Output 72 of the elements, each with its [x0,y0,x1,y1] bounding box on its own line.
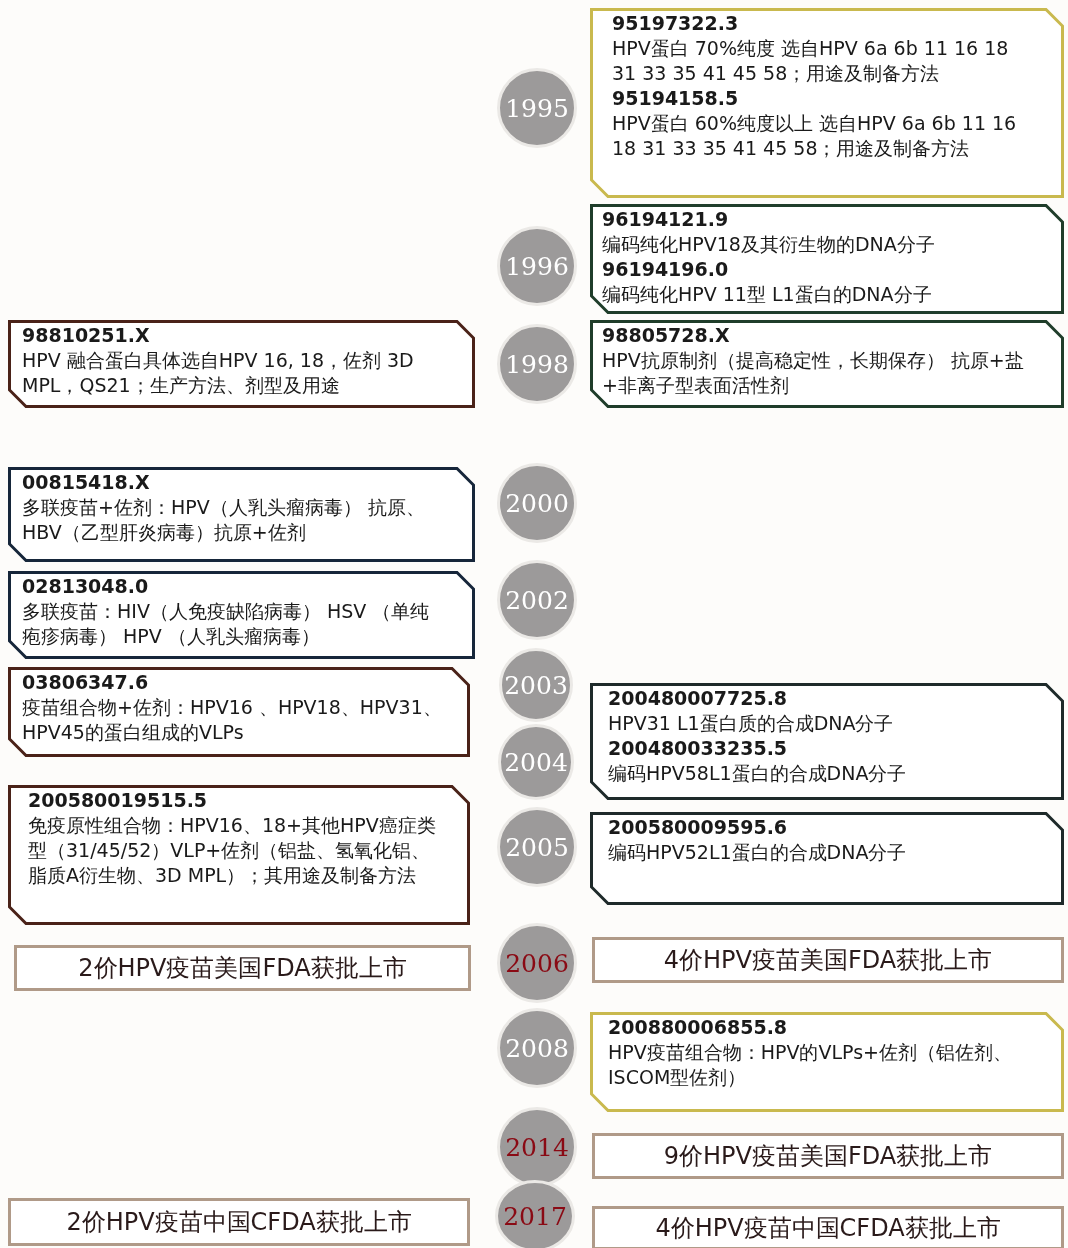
approval-box [592,1206,1064,1248]
year-circle [497,560,577,640]
patent-number: 98805728.X [602,323,731,348]
patent-box [8,571,475,659]
year-circle [497,68,577,148]
patent-number: 02813048.0 [22,574,150,599]
patent-number: 200580019515.5 [28,788,209,813]
patent-number: 200580009595.6 [608,815,789,840]
patent-number: 95197322.3 [612,11,740,36]
patent-number: 96194121.9 [602,207,730,232]
patent-number: 96194196.0 [602,257,730,282]
patent-description: 编码纯化HPV 11型 L1蛋白的DNA分子 [602,282,933,307]
patent-number: 98810251.X [22,323,151,348]
patent-number: 200880006855.8 [608,1015,789,1040]
patent-box [590,204,1064,314]
patent-box [8,467,475,562]
year-label: 2008 [504,1033,570,1063]
patent-description: HPV 融合蛋白具体选自HPV 16, 18，佐剂 3D MPL，QS21；生产方法、剂型及用途 [22,348,415,398]
approval-text: 2价HPV疫苗中国CFDA获批上市 [65,1207,413,1238]
year-circle [498,724,574,800]
approval-text: 4价HPV疫苗中国CFDA获批上市 [654,1213,1002,1244]
patent-box [590,812,1064,905]
approval-box [592,937,1064,983]
year-circle [497,226,577,306]
patent-box [8,320,475,408]
patent-number: 200480007725.8 [608,686,789,711]
year-label: 1995 [504,93,570,123]
patent-box [590,320,1064,408]
patent-number: 95194158.5 [612,86,740,111]
year-label: 2000 [504,488,570,518]
approval-text: 4价HPV疫苗美国FDA获批上市 [662,945,994,976]
patent-box [590,8,1064,198]
patent-box [590,1012,1064,1112]
patent-description: 编码纯化HPV18及其衍生物的DNA分子 [602,232,936,257]
year-circle [497,1008,577,1088]
year-label: 1998 [504,349,570,379]
patent-box [8,785,470,925]
approval-text: 9价HPV疫苗美国FDA获批上市 [662,1141,994,1172]
year-circle [499,648,573,722]
year-label: 2017 [502,1201,568,1231]
patent-description: 编码HPV58L1蛋白的合成DNA分子 [608,761,908,786]
year-label: 1996 [504,251,570,281]
year-circle [497,807,577,887]
patent-description: 疫苗组合物+佐剂：HPV16 、HPV18、HPV31、HPV45的蛋白组成的VLPs [22,695,442,745]
year-circle [497,1107,577,1187]
approval-box [8,1198,470,1246]
patent-number: 03806347.6 [22,670,150,695]
patent-description: 免疫原性组合物：HPV16、18+其他HPV癌症类型（31/45/52）VLP+佐剂（铝盐、氢氧化铝、脂质A衍生物、3D MPL）；其用途及制备方法 [28,813,437,888]
year-circle [497,463,577,543]
approval-text: 2价HPV疫苗美国FDA获批上市 [77,953,408,984]
patent-box [590,683,1064,800]
patent-description: HPV蛋白 70%纯度 选自HPV 6a 6b 11 16 18 31 33 35 41 45 58；用途及制备方法 [612,36,1010,86]
year-label: 2003 [503,670,569,700]
approval-box [592,1133,1064,1179]
year-label: 2014 [504,1132,570,1162]
patent-description: HPV蛋白 60%纯度以上 选自HPV 6a 6b 11 16 18 31 33 35 41 45 58；用途及制备方法 [612,111,1018,161]
year-label: 2005 [504,832,570,862]
year-label: 2002 [504,585,570,615]
year-label: 2004 [503,747,569,777]
patent-number: 00815418.X [22,470,151,495]
patent-description: HPV抗原制剂（提高稳定性，长期保存） 抗原+盐+非离子型表面活性剂 [602,348,1025,398]
patent-description: HPV31 L1蛋白质的合成DNA分子 [608,711,895,736]
year-circle [497,923,577,1003]
patent-description: 多联疫苗+佐剂：HPV（人乳头瘤病毒） 抗原、HBV（乙型肝炎病毒）抗原+佐剂 [22,495,426,545]
approval-box [14,945,471,991]
patent-number: 200480033235.5 [608,736,789,761]
patent-description: 编码HPV52L1蛋白的合成DNA分子 [608,840,908,865]
patent-box [8,667,470,757]
patent-description: HPV疫苗组合物：HPV的VLPs+佐剂（铝佐剂、ISCOM型佐剂） [608,1040,1013,1090]
year-circle [497,324,577,404]
year-label: 2006 [504,948,570,978]
patent-description: 多联疫苗：HIV（人免疫缺陷病毒） HSV （单纯疱疹病毒） HPV （人乳头瘤病毒） [22,599,431,649]
